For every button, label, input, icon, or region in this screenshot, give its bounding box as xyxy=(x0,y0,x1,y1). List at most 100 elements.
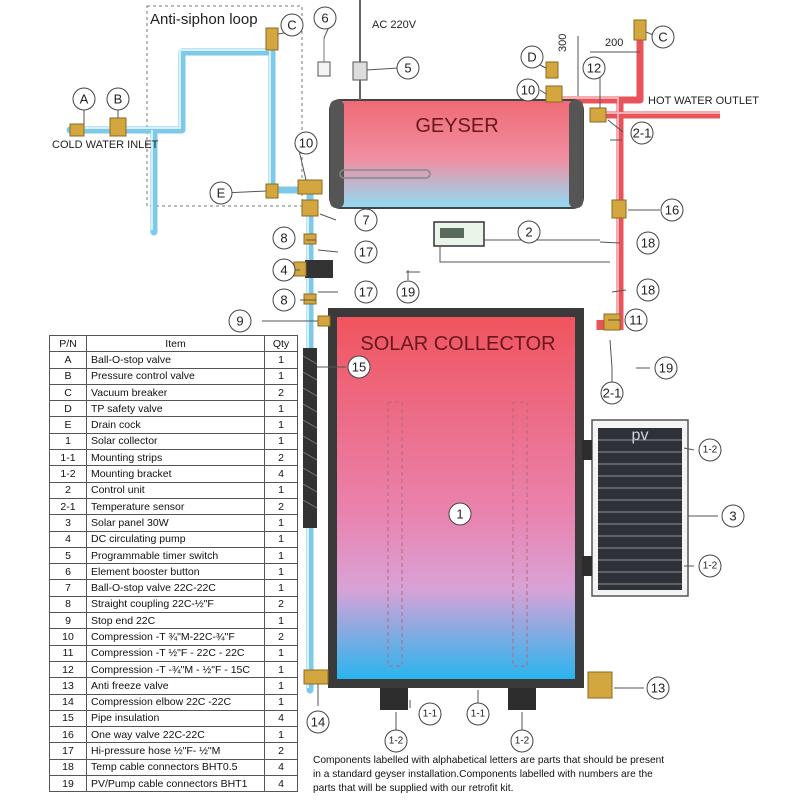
callout-10-left: 10 xyxy=(299,136,313,151)
cell-qty: 1 xyxy=(264,612,298,630)
callout-2-1-top: 2-1 xyxy=(633,126,652,141)
cell-qty: 1 xyxy=(264,530,298,548)
anti-freeze-valve-13 xyxy=(587,671,613,699)
callout-6: 6 xyxy=(321,11,328,26)
callout-1-1-left: 1-1 xyxy=(423,709,438,720)
callout-d: D xyxy=(527,50,536,65)
cell-item: Stop end 22C xyxy=(86,612,265,630)
callout-15: 15 xyxy=(352,360,366,375)
cell-pn: 18 xyxy=(49,758,87,777)
tee-10-left xyxy=(297,179,323,195)
cell-qty: 1 xyxy=(264,726,298,744)
callout-16: 16 xyxy=(665,203,679,218)
cell-item: Compression -T -¾"M - ½"F - 15C xyxy=(86,660,265,679)
cell-qty: 1 xyxy=(264,660,298,679)
callout-12: 12 xyxy=(587,61,601,76)
cell-item: Mounting strips xyxy=(86,449,265,467)
cell-qty: 1 xyxy=(264,367,298,385)
cell-pn: 11 xyxy=(49,644,87,662)
callout-4: 4 xyxy=(280,263,287,278)
ball-stop-valve-a xyxy=(69,123,85,137)
cell-qty: 1 xyxy=(264,481,298,499)
callout-c-loop: C xyxy=(287,18,296,33)
cell-item: Control unit xyxy=(86,481,265,499)
cell-pn: 9 xyxy=(49,612,87,630)
cell-qty: 2 xyxy=(264,449,298,467)
drain-cock-e xyxy=(265,183,279,199)
cell-pn: C xyxy=(49,383,87,402)
dim-300: 300 xyxy=(557,34,569,52)
cell-item: Ball-O-stop valve 22C-22C xyxy=(86,579,265,597)
callout-5: 5 xyxy=(404,61,411,76)
pressure-control-valve-b xyxy=(109,117,127,137)
tee-10-right xyxy=(545,85,563,103)
valve-7 xyxy=(301,199,319,217)
callout-1-2-pv-bottom: 1-2 xyxy=(703,561,718,572)
callout-2-1-bottom: 2-1 xyxy=(603,386,622,401)
callout-1-2-pv-top: 1-2 xyxy=(703,445,718,456)
solar-collector-label: SOLAR COLLECTOR xyxy=(360,333,555,355)
ac-220v-label: AC 220V xyxy=(372,19,417,31)
cell-qty: 1 xyxy=(264,693,298,711)
cell-item: Vacuum breaker xyxy=(86,383,265,402)
cell-pn: 3 xyxy=(49,514,87,532)
pv-label: pv xyxy=(632,427,649,444)
tee-11 xyxy=(603,313,621,331)
callout-1-1-right: 1-1 xyxy=(471,709,486,720)
cell-pn: 1-2 xyxy=(49,465,87,483)
cell-item: Ball-O-stop valve xyxy=(86,351,265,369)
cell-pn: D xyxy=(49,400,87,418)
vacuum-breaker-loop xyxy=(265,27,279,51)
cell-qty: 1 xyxy=(264,416,298,434)
cell-qty: 4 xyxy=(264,775,298,793)
dim-200: 200 xyxy=(605,37,623,49)
tee-12 xyxy=(589,107,607,123)
header-item: Item xyxy=(86,334,265,353)
callout-9: 9 xyxy=(236,314,243,329)
footnote: Components labelled with alphabetical le… xyxy=(313,755,665,794)
cell-item: Element booster button xyxy=(86,563,265,581)
callout-17-bottom: 17 xyxy=(359,285,373,300)
callout-18-bottom: 18 xyxy=(641,283,655,298)
callout-18-top: 18 xyxy=(641,236,655,251)
cell-qty: 1 xyxy=(264,677,298,695)
cell-pn: 12 xyxy=(49,660,87,679)
callout-13: 13 xyxy=(651,681,665,696)
callout-1: 1 xyxy=(456,507,463,522)
cell-item: Hi-pressure hose ½"F- ½"M xyxy=(86,742,265,760)
anti-siphon-label: Anti-siphon loop xyxy=(150,11,258,28)
booster-button xyxy=(317,61,331,77)
cell-pn: E xyxy=(49,416,87,434)
cell-qty: 1 xyxy=(264,546,298,565)
cell-item: Compression -T ½"F - 22C - 22C xyxy=(86,644,265,662)
cell-pn: 1-1 xyxy=(49,449,87,467)
cell-pn: 8 xyxy=(49,595,87,614)
callout-19-right: 19 xyxy=(659,361,673,376)
cell-qty: 2 xyxy=(264,628,298,646)
cell-qty: 4 xyxy=(264,465,298,483)
cell-item: Temp cable connectors BHT0.5 xyxy=(86,758,265,777)
cell-pn: B xyxy=(49,367,87,385)
callout-19-left: 19 xyxy=(401,285,415,300)
dc-pump xyxy=(305,260,333,278)
callout-10-right: 10 xyxy=(521,83,535,98)
cell-qty: 1 xyxy=(264,644,298,662)
anti-siphon-box xyxy=(146,5,303,207)
